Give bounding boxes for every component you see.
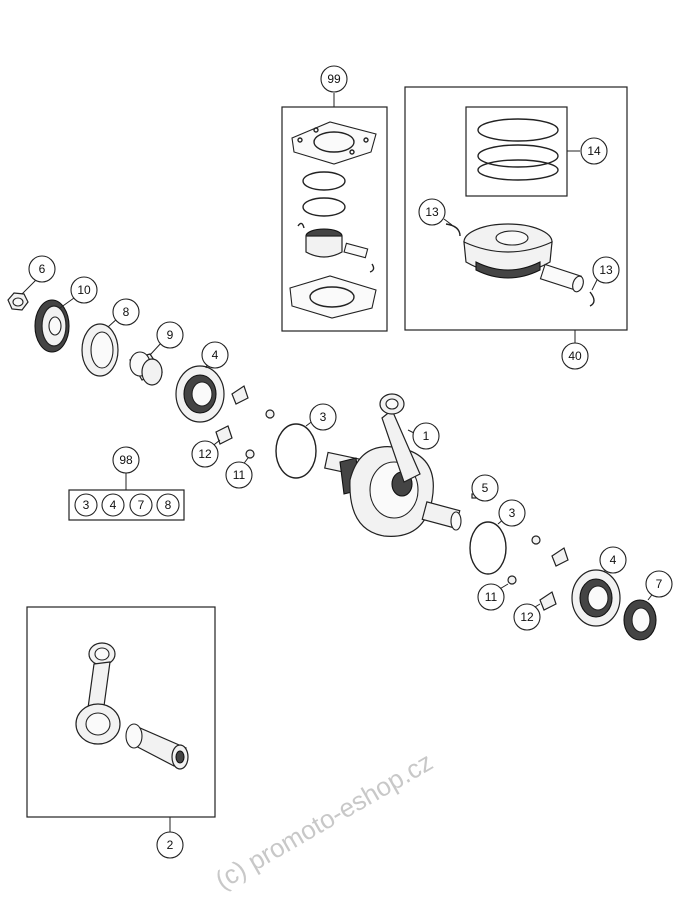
svg-text:8: 8 [165, 498, 172, 512]
bushing-illustration [129, 341, 163, 386]
bearing-illustration [571, 565, 621, 627]
piston-ring-illustration [477, 159, 559, 181]
piston-kit-frame [404, 86, 628, 331]
callout-14: 14 [580, 137, 608, 165]
svg-text:1: 1 [423, 429, 430, 443]
circlip-illustration [445, 223, 461, 237]
kit-98-frame [68, 489, 185, 521]
callout-11: 11 [225, 461, 253, 489]
svg-text:4: 4 [212, 348, 219, 362]
svg-text:14: 14 [587, 144, 601, 158]
svg-text:7: 7 [656, 577, 663, 591]
callout-4: 4 [201, 341, 229, 369]
kit-98-item: 8 [156, 493, 180, 517]
piston-ring-illustration [477, 118, 559, 142]
bearing-illustration [175, 361, 225, 423]
callout-12: 12 [191, 440, 219, 468]
seal-ring-illustration [469, 521, 507, 575]
kit-98-item: 4 [101, 493, 125, 517]
svg-text:3: 3 [83, 498, 90, 512]
callout-13: 13 [418, 198, 446, 226]
callout-12: 12 [513, 603, 541, 631]
svg-text:8: 8 [123, 305, 130, 319]
svg-text:2: 2 [167, 838, 174, 852]
svg-text:9: 9 [167, 328, 174, 342]
nut-illustration [7, 279, 37, 311]
svg-text:3: 3 [320, 410, 327, 424]
svg-text:98: 98 [119, 453, 133, 467]
circlip-illustration [589, 291, 595, 307]
seal-ring-illustration [81, 317, 119, 377]
screw-illustration [265, 409, 275, 419]
screw-illustration [507, 575, 517, 585]
svg-text:12: 12 [198, 447, 212, 461]
piston-illustration [463, 223, 584, 293]
callout-40: 40 [561, 342, 589, 370]
callout-2: 2 [156, 831, 184, 859]
svg-text:11: 11 [233, 468, 246, 482]
head-gasket-illustration [291, 121, 377, 165]
svg-text:6: 6 [39, 262, 46, 276]
callout-4: 4 [599, 546, 627, 574]
svg-text:11: 11 [485, 590, 498, 604]
seal-ring-illustration [275, 423, 317, 479]
conrod-kit-frame [26, 606, 216, 818]
svg-text:99: 99 [327, 72, 341, 86]
callout-9: 9 [156, 321, 184, 349]
piston-pin-illustration [125, 723, 189, 770]
kit-98-item: 7 [129, 493, 153, 517]
gear-illustration [34, 297, 75, 353]
callout-5: 5 [471, 474, 499, 502]
piston-kit-group [404, 86, 628, 344]
svg-text:5: 5 [482, 481, 489, 495]
key-illustration [539, 591, 557, 611]
piston-ring-illustration [477, 144, 559, 168]
callout-8: 8 [112, 298, 140, 326]
svg-text:10: 10 [77, 283, 91, 297]
crankshaft-group [275, 393, 507, 575]
gasket-kit-group [281, 93, 388, 332]
key-illustration [231, 385, 249, 405]
callout-98: 98 [112, 446, 140, 474]
screw-illustration [531, 535, 541, 545]
kit-98-group: 3 4 7 8 [68, 473, 185, 521]
callout-3: 3 [309, 403, 337, 431]
svg-text:13: 13 [425, 205, 439, 219]
piston-ring-illustration [302, 171, 346, 191]
seal-ring-illustration [623, 591, 657, 641]
svg-text:4: 4 [110, 498, 117, 512]
base-gasket-illustration [289, 275, 377, 319]
callout-7: 7 [645, 570, 673, 598]
key-illustration [215, 425, 233, 445]
callout-11: 11 [477, 583, 505, 611]
callout-99: 99 [320, 65, 348, 93]
watermark-text: (c) promoto-eshop.cz [210, 746, 438, 895]
piston-ring-illustration [302, 197, 346, 217]
right-shaft-parts [497, 535, 657, 641]
small-piston-illustration [297, 222, 375, 273]
callout-1: 1 [412, 422, 440, 450]
left-shaft-parts [7, 279, 275, 467]
svg-text:7: 7 [138, 498, 145, 512]
svg-text:3: 3 [509, 506, 516, 520]
callout-3: 3 [498, 499, 526, 527]
crankshaft-illustration [324, 393, 462, 537]
screw-illustration [245, 449, 255, 459]
svg-text:40: 40 [568, 349, 582, 363]
key-illustration [551, 547, 569, 567]
kit-98-item: 3 [74, 493, 98, 517]
conrod-kit-group [26, 606, 216, 832]
svg-text:4: 4 [610, 553, 617, 567]
connecting-rod-illustration [75, 642, 121, 745]
callout-6: 6 [28, 255, 56, 283]
svg-text:12: 12 [520, 610, 534, 624]
callout-10: 10 [70, 276, 98, 304]
svg-text:13: 13 [599, 263, 613, 277]
callout-13: 13 [592, 256, 620, 284]
